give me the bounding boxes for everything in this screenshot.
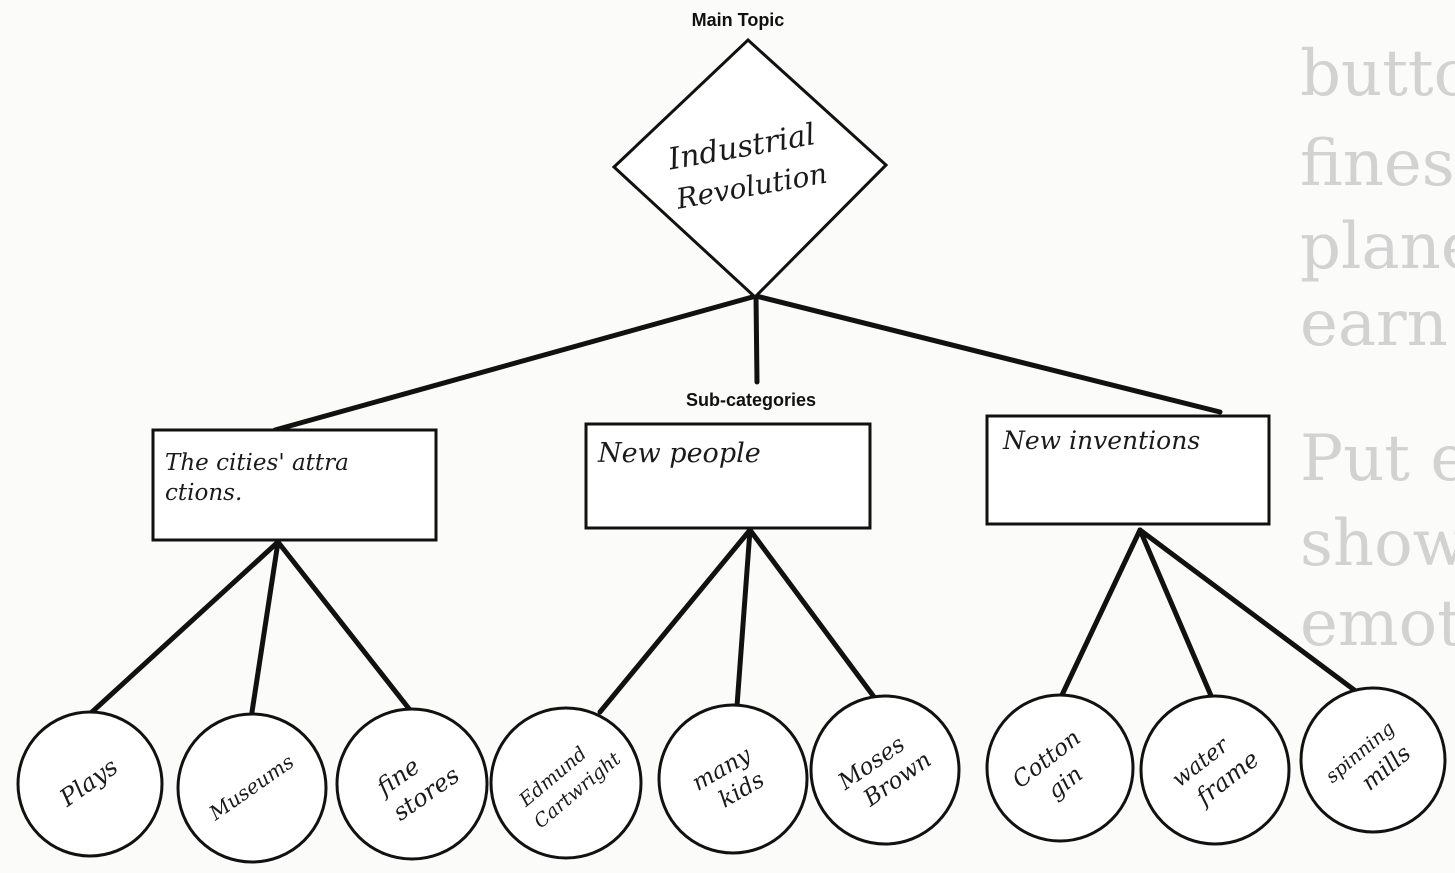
- connector-sub2-detail1: [597, 527, 753, 715]
- connector-sub1-detail3: [275, 539, 413, 713]
- ghost-line-5: show: [1300, 507, 1455, 581]
- detail-node-2-2: many kids: [657, 703, 809, 855]
- connector-sub3-detail2: [1137, 527, 1215, 701]
- ghost-line-1: fines: [1300, 127, 1455, 201]
- subcategory-box-3: [985, 414, 1271, 526]
- main-topic-node: Industrial Revolution: [611, 37, 889, 300]
- subcategory-node-1: The cities' attra ctions.: [151, 428, 438, 542]
- main-topic-diamond: [611, 37, 889, 300]
- detail-circle-2-3: [809, 694, 961, 846]
- subcategory-box-1: [151, 428, 438, 542]
- detail-node-2-3: Moses Brown: [809, 694, 961, 846]
- detail-circle-2-1: [489, 706, 643, 860]
- ghost-line-4: Put e: [1300, 422, 1455, 496]
- subcategory-node-2: New people: [584, 422, 872, 530]
- main-connectors: [272, 293, 1223, 433]
- detail-circle-1-1: [16, 710, 164, 858]
- subcategory-node-3: New inventions: [985, 414, 1271, 526]
- detail-node-3-3: spinning mills: [1299, 686, 1447, 834]
- connector-main-to-sub-3: [753, 293, 1223, 415]
- subcategory-3-line-1: New inventions: [1002, 426, 1200, 455]
- connector-sub3-detail3: [1137, 527, 1368, 701]
- subcategory-1-line-1: The cities' attra: [165, 450, 349, 476]
- detail-node-2-1: Edmund Cartwright: [489, 706, 643, 860]
- ghost-line-0: butto: [1300, 37, 1455, 111]
- detail-node-1-1: Plays: [16, 710, 164, 858]
- ghost-line-6: emot: [1300, 587, 1455, 661]
- subcategory-1-line-2: ctions.: [165, 480, 242, 506]
- detail-node-1-2: Museums: [176, 712, 328, 864]
- detail-node-3-1: Cotton gin: [985, 693, 1135, 843]
- detail-circle-1-3: [335, 707, 489, 861]
- detail-node-1-3: fine stores: [335, 707, 489, 861]
- detail-circle-3-3: [1299, 686, 1447, 834]
- detail-node-3-2: water frame: [1139, 694, 1291, 846]
- connector-sub1-detail1: [89, 539, 281, 715]
- connector-sub2-detail3: [747, 527, 883, 708]
- connector-sub1-detail2: [249, 539, 281, 715]
- connector-main-to-sub-2: [753, 293, 760, 385]
- ghost-line-3: earn: [1300, 287, 1448, 361]
- subcategory-2-line-1: New people: [597, 438, 761, 469]
- sub-categories-label: Sub-categories: [686, 390, 816, 410]
- detail-connectors: [89, 527, 1368, 715]
- subcategory-box-2: [584, 422, 872, 530]
- connector-sub2-detail2: [734, 527, 753, 709]
- detail-circle-3-2: [1139, 694, 1291, 846]
- detail-circle-2-2: [657, 703, 809, 855]
- detail-circle-1-2: [176, 712, 328, 864]
- main-topic-label: Main Topic: [692, 10, 785, 30]
- connector-main-to-sub-1: [272, 293, 759, 433]
- connector-sub3-detail1: [1059, 527, 1143, 698]
- detail-circle-3-1: [985, 693, 1135, 843]
